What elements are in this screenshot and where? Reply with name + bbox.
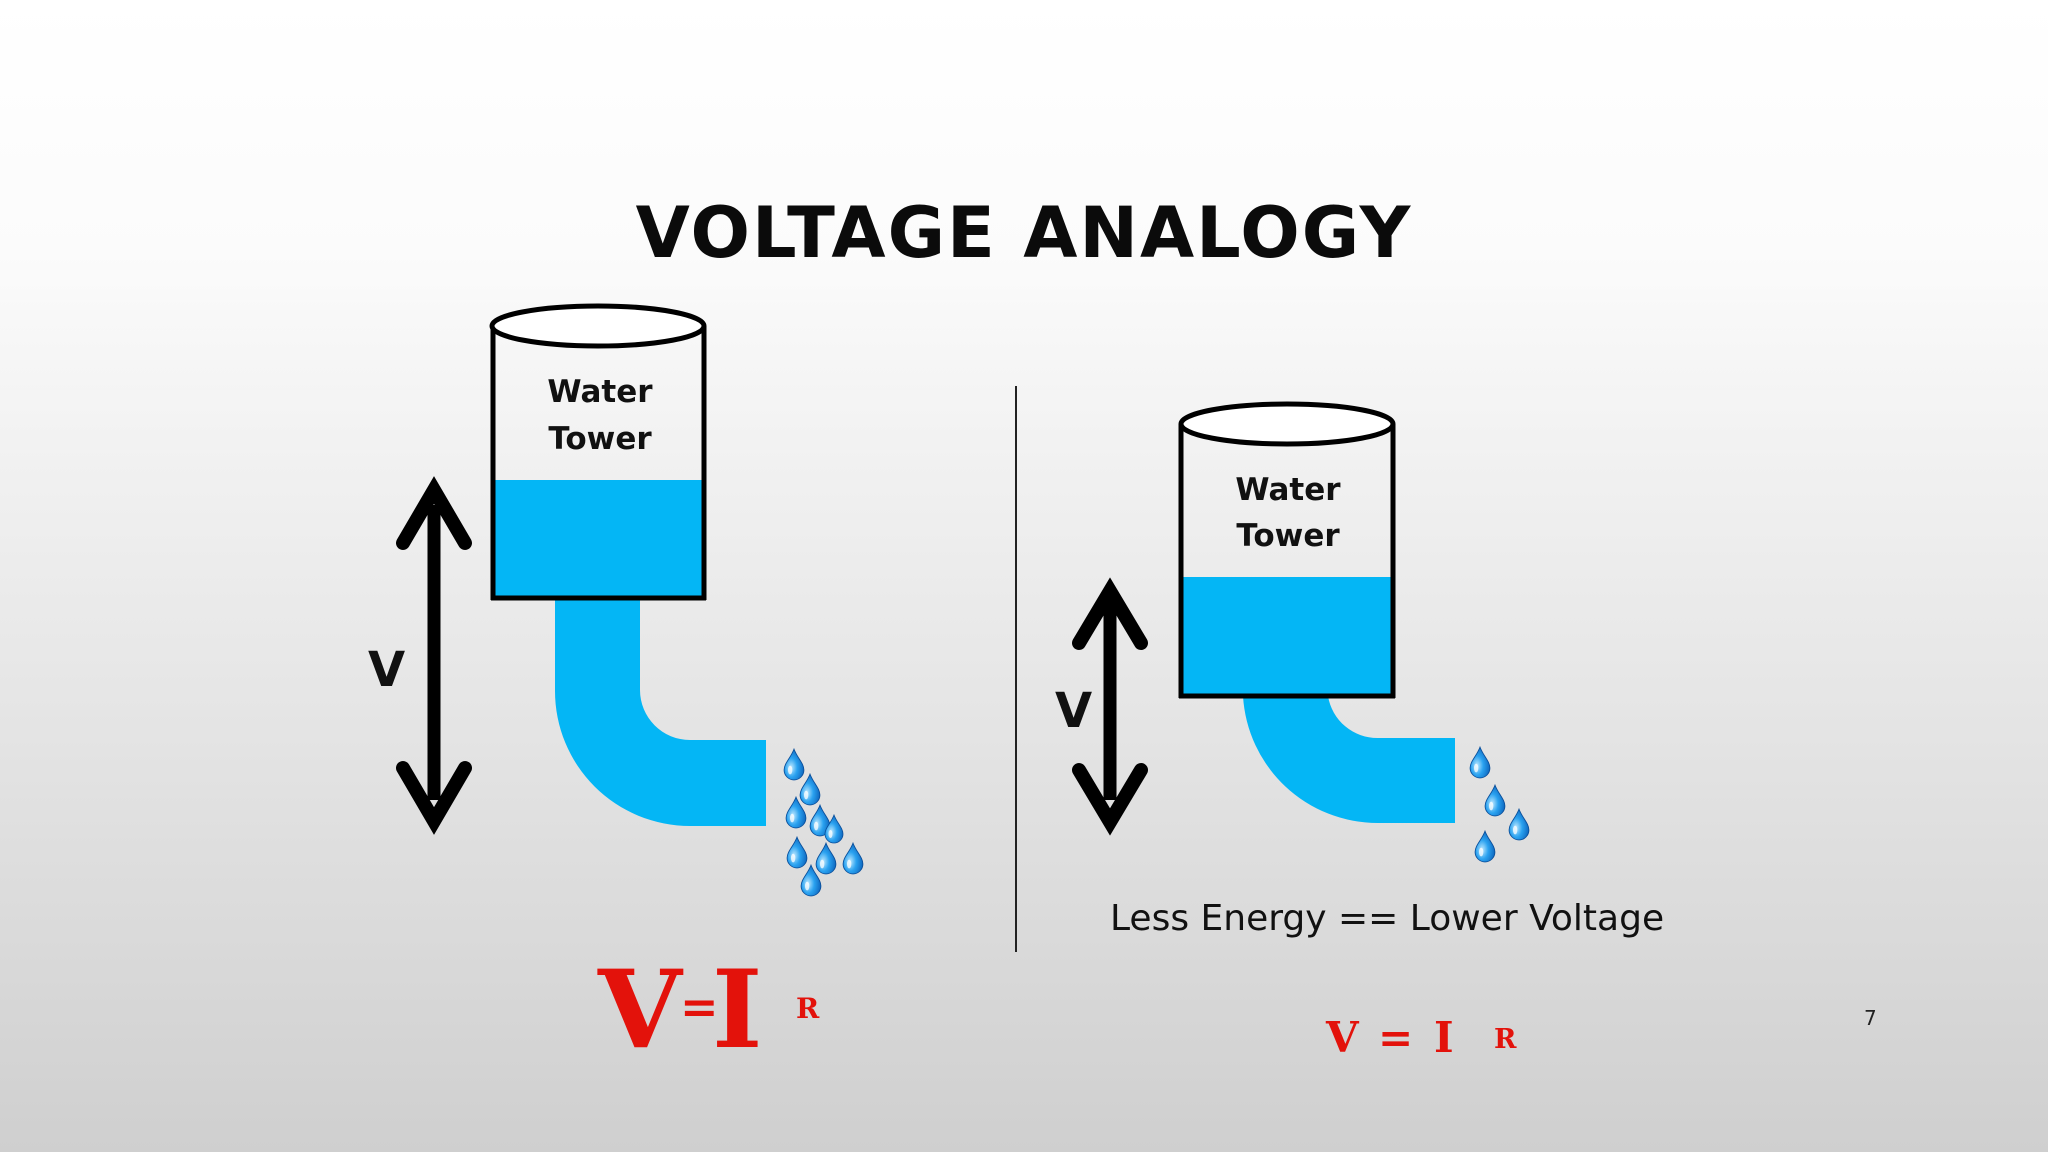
left-tank-top [489,303,707,349]
right-tank-top [1178,401,1396,447]
right-pipe [1243,696,1455,824]
left-formula-r: R [796,992,820,1025]
right-water-drops-icon [1469,746,1530,863]
right-tower-label-line1: Water [1235,472,1341,508]
left-formula-v: V [597,947,684,1073]
right-formula-v: V [1325,1013,1360,1062]
slide-title: VOLTAGE ANALOGY [635,192,1413,274]
left-water-tower: Water Tower [489,303,766,826]
left-water-drops-icon [783,748,864,897]
right-double-arrow-icon [1072,577,1148,836]
left-formula-i: I [712,947,763,1073]
right-formula-r: R [1494,1024,1517,1055]
left-tower-label-line1: Water [547,374,653,410]
left-formula-equals: = [680,980,719,1034]
left-water-fill [493,480,704,598]
left-tower-label-line2: Tower [548,421,652,457]
right-caption: Less Energy == Lower Voltage [1110,898,1665,939]
left-voltage-label: V [368,642,405,698]
right-water-tower: Water Tower [1178,401,1455,824]
left-ohms-law-formula: V = I R [597,947,820,1073]
right-tower-label-line2: Tower [1236,518,1340,554]
left-pipe [555,598,766,826]
right-formula-equals: = [1378,1013,1413,1062]
right-ohms-law-formula: V = I R [1325,1013,1517,1062]
right-voltage-label: V [1055,683,1092,739]
page-number: 7 [1864,1006,1877,1030]
left-double-arrow-icon [396,476,472,835]
right-formula-i: I [1434,1013,1454,1062]
right-water-fill [1181,577,1393,696]
